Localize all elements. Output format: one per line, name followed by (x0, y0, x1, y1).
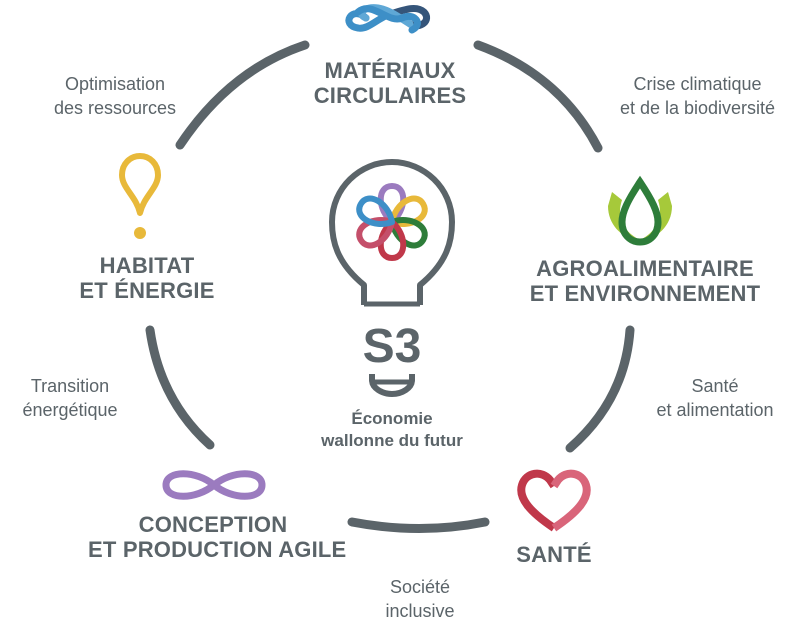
domain-label-conception: CONCEPTION ET PRODUCTION AGILE (88, 512, 347, 563)
leaf-drop-icon (608, 175, 672, 246)
domain-label-line2: ET ENVIRONNEMENT (529, 281, 761, 307)
domain-label-line2: ET ÉNERGIE (79, 278, 215, 304)
link-label-line1: Transition (30, 376, 110, 396)
link-label-crise: Crise climatique et de la biodiversité (600, 72, 795, 121)
ring (145, 40, 635, 533)
infinity-loop-icon (162, 470, 266, 500)
infinity-knot-icon (345, 4, 431, 34)
link-label-line2: énergétique (22, 400, 118, 421)
ring-arc-top-right (473, 40, 603, 153)
map-pin-icon (119, 153, 161, 239)
flower-petals (356, 183, 428, 261)
domain-label-line1: MATÉRIAUX (324, 58, 456, 83)
heart-icon (517, 469, 591, 532)
link-label-line1: Crise climatique (633, 74, 762, 94)
link-label-sante-alim: Santé et alimentation (640, 374, 790, 423)
center-caption-line2: wallonne du futur (321, 431, 463, 451)
domain-label-agro: AGROALIMENTAIRE ET ENVIRONNEMENT (520, 256, 770, 307)
domain-label-sante: SANTÉ (494, 542, 614, 567)
domain-label-line1: HABITAT (99, 253, 195, 278)
ring-arc-top-left (175, 40, 310, 150)
link-label-line2: inclusive (385, 601, 455, 622)
s3-badge: S3 (363, 320, 422, 373)
lightbulb-icon (329, 159, 455, 398)
link-label-line2: et alimentation (656, 400, 774, 421)
link-label-line1: Société (389, 577, 451, 597)
petal-4 (377, 219, 407, 261)
domain-label-line1: CONCEPTION (138, 512, 288, 537)
link-label-line2: des ressources (53, 98, 177, 119)
petal-2 (389, 195, 428, 227)
domain-label-line2: ET PRODUCTION AGILE (88, 537, 347, 563)
petal-5 (356, 217, 395, 249)
center-caption-line1: Économie (351, 409, 433, 428)
domain-label-line1: AGROALIMENTAIRE (536, 256, 754, 281)
ring-arc-left (145, 325, 215, 450)
link-label-societe: Société inclusive (370, 575, 470, 624)
link-label-line2: et de la biodiversité (619, 98, 776, 119)
link-label-transition: Transition énergétique (10, 374, 130, 423)
petal-6 (356, 195, 395, 227)
link-label-optimisation: Optimisation des ressources (40, 72, 190, 121)
ring-arc-bottom (347, 517, 490, 533)
domain-label-line1: SANTÉ (516, 542, 592, 567)
center-caption: Économie wallonne du futur (290, 408, 494, 452)
domain-label-line2: CIRCULAIRES (313, 83, 467, 109)
link-label-line1: Optimisation (64, 74, 166, 94)
petal-3 (389, 217, 428, 249)
domain-label-habitat: HABITAT ET ÉNERGIE (72, 253, 222, 304)
petal-1 (377, 183, 407, 225)
ring-arc-right (565, 325, 635, 453)
link-label-line1: Santé (691, 376, 739, 396)
domain-label-materiaux: MATÉRIAUX CIRCULAIRES (300, 58, 480, 109)
